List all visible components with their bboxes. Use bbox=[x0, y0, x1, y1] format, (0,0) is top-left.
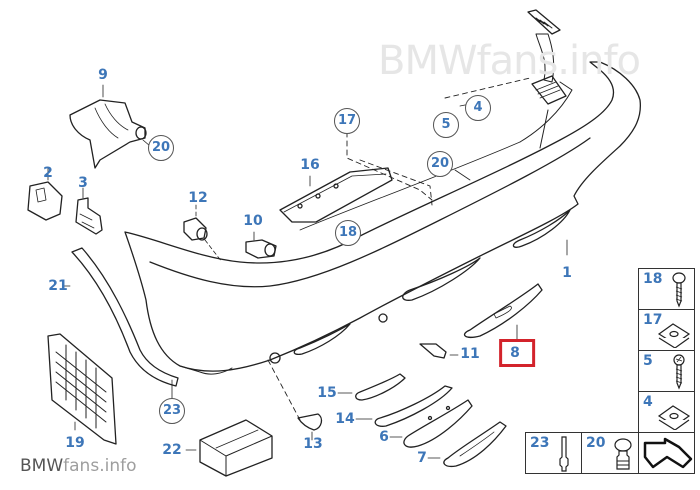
legend-label-18: 18 bbox=[643, 271, 663, 287]
watermark-logo: BMWfans.info bbox=[20, 456, 136, 476]
part-10-sensor[interactable] bbox=[245, 239, 277, 259]
legend-label-20: 20 bbox=[586, 435, 606, 451]
part-14-strip[interactable] bbox=[374, 385, 453, 427]
callout-3[interactable]: 3 bbox=[78, 175, 88, 191]
part-15-strip[interactable] bbox=[355, 373, 406, 401]
part-12-sensor[interactable] bbox=[183, 217, 208, 241]
part-7-trim[interactable] bbox=[443, 421, 507, 468]
callout-1[interactable]: 1 bbox=[562, 265, 572, 281]
screw-icon bbox=[673, 354, 685, 390]
callout-23[interactable]: 23 bbox=[159, 398, 185, 424]
rivet-icon bbox=[559, 436, 569, 472]
legend-item-4[interactable]: 4 bbox=[638, 391, 695, 433]
part-11-cap[interactable] bbox=[419, 343, 447, 359]
watermark-top: BMWfans.info bbox=[378, 38, 641, 84]
legend-label-17: 17 bbox=[643, 312, 663, 328]
part-19-grille[interactable] bbox=[47, 333, 117, 445]
callout-6[interactable]: 6 bbox=[379, 429, 389, 445]
legend-label-5: 5 bbox=[643, 353, 653, 369]
legend-item-direction[interactable] bbox=[638, 432, 695, 474]
callout-11[interactable]: 11 bbox=[460, 346, 480, 362]
callout-21[interactable]: 21 bbox=[48, 278, 68, 294]
part-9-bracket[interactable] bbox=[69, 99, 147, 169]
watermark-tld: .info bbox=[99, 456, 137, 476]
part-22-foam-block[interactable] bbox=[199, 419, 273, 477]
legend-label-4: 4 bbox=[643, 394, 653, 410]
callout-14[interactable]: 14 bbox=[335, 411, 355, 427]
legend-item-5[interactable]: 5 bbox=[638, 350, 695, 392]
callout-16[interactable]: 16 bbox=[300, 157, 320, 173]
arrow-direction-icon bbox=[643, 437, 693, 469]
part-21-trim-strip[interactable] bbox=[71, 247, 179, 387]
watermark-brand: BMW bbox=[20, 456, 64, 476]
part-3-bracket[interactable] bbox=[75, 197, 103, 235]
legend-item-20[interactable]: 20 bbox=[581, 432, 639, 474]
callout-22[interactable]: 22 bbox=[162, 442, 182, 458]
callout-13[interactable]: 13 bbox=[303, 436, 323, 452]
callout-9[interactable]: 9 bbox=[98, 67, 108, 83]
part-13-cap[interactable] bbox=[297, 413, 323, 431]
callout-18[interactable]: 18 bbox=[335, 220, 361, 246]
callout-20-upper[interactable]: 20 bbox=[148, 135, 174, 161]
callout-12[interactable]: 12 bbox=[188, 190, 208, 206]
callout-2[interactable]: 2 bbox=[43, 165, 53, 181]
rear-bumper-part-1[interactable] bbox=[124, 9, 642, 375]
callout-8-selected[interactable]: 8 bbox=[499, 339, 535, 367]
callout-5[interactable]: 5 bbox=[433, 112, 459, 138]
part-16-plate[interactable] bbox=[279, 167, 393, 223]
callout-19[interactable]: 19 bbox=[65, 435, 85, 451]
clip-nut-icon bbox=[657, 323, 691, 348]
expanding-rivet-icon bbox=[614, 438, 632, 470]
part-8-trim-panel[interactable] bbox=[463, 283, 543, 338]
callout-7[interactable]: 7 bbox=[417, 450, 427, 466]
part-2-clip[interactable] bbox=[27, 181, 63, 221]
legend-item-18[interactable]: 18 bbox=[638, 268, 695, 310]
part-6-trim[interactable] bbox=[403, 399, 473, 448]
legend-label-23: 23 bbox=[530, 435, 550, 451]
callout-15[interactable]: 15 bbox=[317, 385, 337, 401]
watermark-domain: fans bbox=[63, 456, 100, 476]
callout-4[interactable]: 4 bbox=[465, 95, 491, 121]
clip-nut-icon bbox=[657, 405, 691, 430]
legend-item-17[interactable]: 17 bbox=[638, 309, 695, 351]
callout-17[interactable]: 17 bbox=[334, 108, 360, 134]
callout-10[interactable]: 10 bbox=[243, 213, 263, 229]
legend-item-23[interactable]: 23 bbox=[525, 432, 582, 474]
screw-icon bbox=[672, 272, 686, 308]
callout-20-middle[interactable]: 20 bbox=[427, 151, 453, 177]
